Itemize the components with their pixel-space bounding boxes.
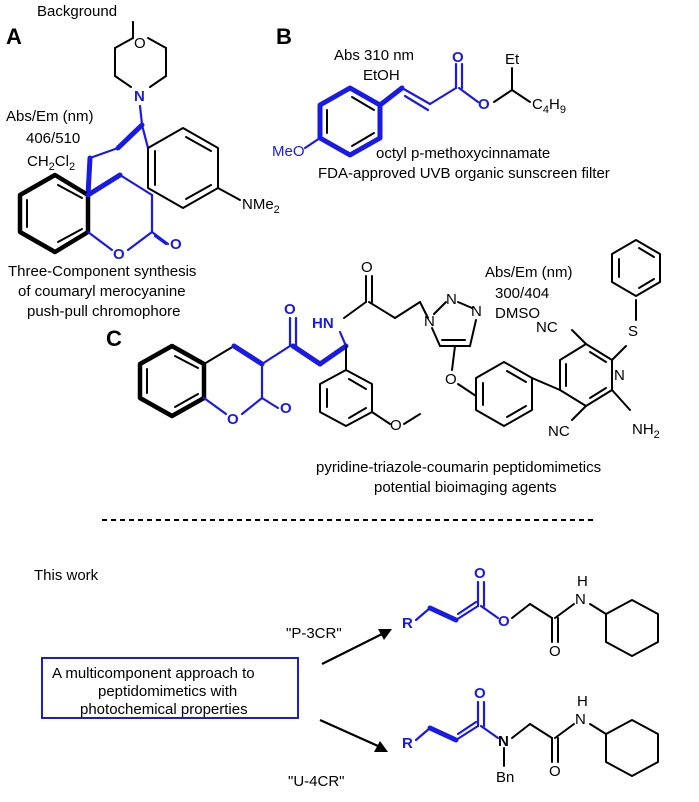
triazole-n3: N (471, 303, 482, 320)
morpholine-ring: O N (114, 21, 167, 105)
cinnamate-chain: O O Et C4H9 (377, 49, 566, 116)
peptide-linker: O HN O (260, 259, 429, 367)
nme2-group: NMe2 (242, 196, 280, 216)
panel-b-solvent: EtOH (363, 67, 400, 84)
ester-carbonyl-o: O (452, 49, 464, 66)
this-work-heading: This work (34, 567, 99, 584)
p3cr-amide-o: O (549, 643, 561, 660)
phenylthio-ring (611, 239, 661, 321)
panel-c-solvent: DMSO (495, 305, 540, 322)
coumarin-ring-o: O (113, 246, 125, 263)
amino-nh2: NH2 (632, 421, 660, 441)
morpholine-n-atom: N (134, 88, 145, 105)
panel-c: C Abs/Em (nm) 300/404 DMSO O O O (106, 239, 661, 496)
panel-a-desc-line2: of coumaryl merocyanine (18, 283, 186, 300)
panel-b-desc: FDA-approved UVB organic sunscreen filte… (318, 165, 610, 182)
u4cr-amide-o: O (549, 763, 561, 780)
this-work-section: This work A multicomponent approach to p… (34, 565, 659, 790)
approach-line1: A multicomponent approach to (52, 665, 255, 682)
triazole-n2: N (446, 291, 457, 308)
p3cr-label: "P-3CR" (286, 625, 342, 642)
morpholine-o-atom: O (134, 35, 146, 52)
approach-line3: photochemical properties (80, 701, 248, 718)
panel-c-desc-line2: potential bioimaging agents (374, 479, 557, 496)
u4cr-amide-n2: N (575, 711, 586, 728)
u4cr-product: R O N Bn O N H (402, 685, 659, 786)
coumarin-c-carbonyl-o: O (280, 400, 292, 417)
background-heading: Background (37, 3, 117, 20)
panel-c-desc-line1: pyridine-triazole-coumarin peptidomimeti… (316, 459, 601, 476)
panel-a-desc-line3: push-pull chromophore (27, 303, 180, 320)
p3cr-ester-o: O (498, 613, 510, 630)
amide-hn: HN (312, 315, 334, 332)
triazole-ring: N N N O (424, 291, 482, 397)
coumarin-c-ring-o: O (227, 411, 239, 428)
panel-c-letter: C (106, 326, 122, 351)
panel-a-letter: A (6, 24, 22, 49)
butyl-group: C4H9 (532, 96, 566, 116)
phenylene-ring (475, 361, 561, 427)
panel-b-letter: B (276, 24, 292, 49)
cyano-top: NC (536, 319, 558, 336)
merocyanine-chain (85, 104, 150, 198)
panel-c-abs-em-label: Abs/Em (nm) (485, 264, 573, 281)
p3cr-carbonyl-o: O (474, 565, 486, 582)
approach-box (41, 657, 299, 719)
dimethylaminophenyl-ring: NMe2 (147, 127, 280, 216)
meo-group: MeO (272, 143, 305, 160)
p3cr-r-group: R (402, 615, 413, 632)
panel-b-name: octyl p-methoxycinnamate (376, 145, 550, 162)
u4cr-bn-group: Bn (496, 769, 514, 786)
coumarin-carbonyl-o: O (170, 236, 182, 253)
p3cr-amide-h: H (577, 573, 588, 590)
panel-a-desc-line1: Three-Component synthesis (8, 263, 196, 280)
panel-a-abs-em-label: Abs/Em (nm) (6, 108, 94, 125)
u4cr-amide-h: H (577, 693, 588, 710)
panel-a-abs-em-values: 406/510 (26, 130, 80, 147)
methoxyphenyl-ring: MeO (272, 85, 383, 160)
panel-a: A O N NMe2 (6, 21, 280, 320)
methoxy-o: O (390, 417, 402, 434)
u4cr-r-group: R (402, 735, 413, 752)
panel-b: B Abs 310 nm EtOH MeO O O Et C4H9 (272, 24, 610, 182)
cyano-bottom: NC (548, 423, 570, 440)
aryl-ether-o: O (445, 371, 457, 388)
u4cr-label: "U-4CR" (288, 773, 344, 790)
coumarin-core-c: O O (137, 343, 292, 428)
p3cr-product: R O O O N H (402, 565, 659, 660)
approach-line2: peptidomimetics with (98, 683, 237, 700)
methoxyphenyl-c: O (319, 345, 421, 434)
u4cr-carbonyl-o: O (474, 685, 486, 702)
pyridine-ring: NC NC N S NH2 (536, 319, 660, 441)
triazole-n1: N (424, 313, 435, 330)
p3cr-amide-n: N (575, 591, 586, 608)
thioether-s: S (628, 323, 638, 340)
ethyl-group: Et (505, 51, 520, 68)
arrow-u4cr (319, 718, 388, 752)
amide-o: O (361, 259, 373, 276)
arrow-p3cr (321, 629, 392, 665)
ester-o: O (478, 96, 490, 113)
pyridine-n: N (614, 367, 625, 384)
u4cr-amide-n: N (498, 733, 509, 750)
panel-b-abs-label: Abs 310 nm (334, 47, 414, 64)
panel-a-solvent: CH2Cl2 (27, 153, 75, 173)
panel-c-abs-em-values: 300/404 (495, 285, 549, 302)
coumarin-core-a: O O (17, 172, 182, 263)
ketone-o: O (284, 301, 296, 318)
